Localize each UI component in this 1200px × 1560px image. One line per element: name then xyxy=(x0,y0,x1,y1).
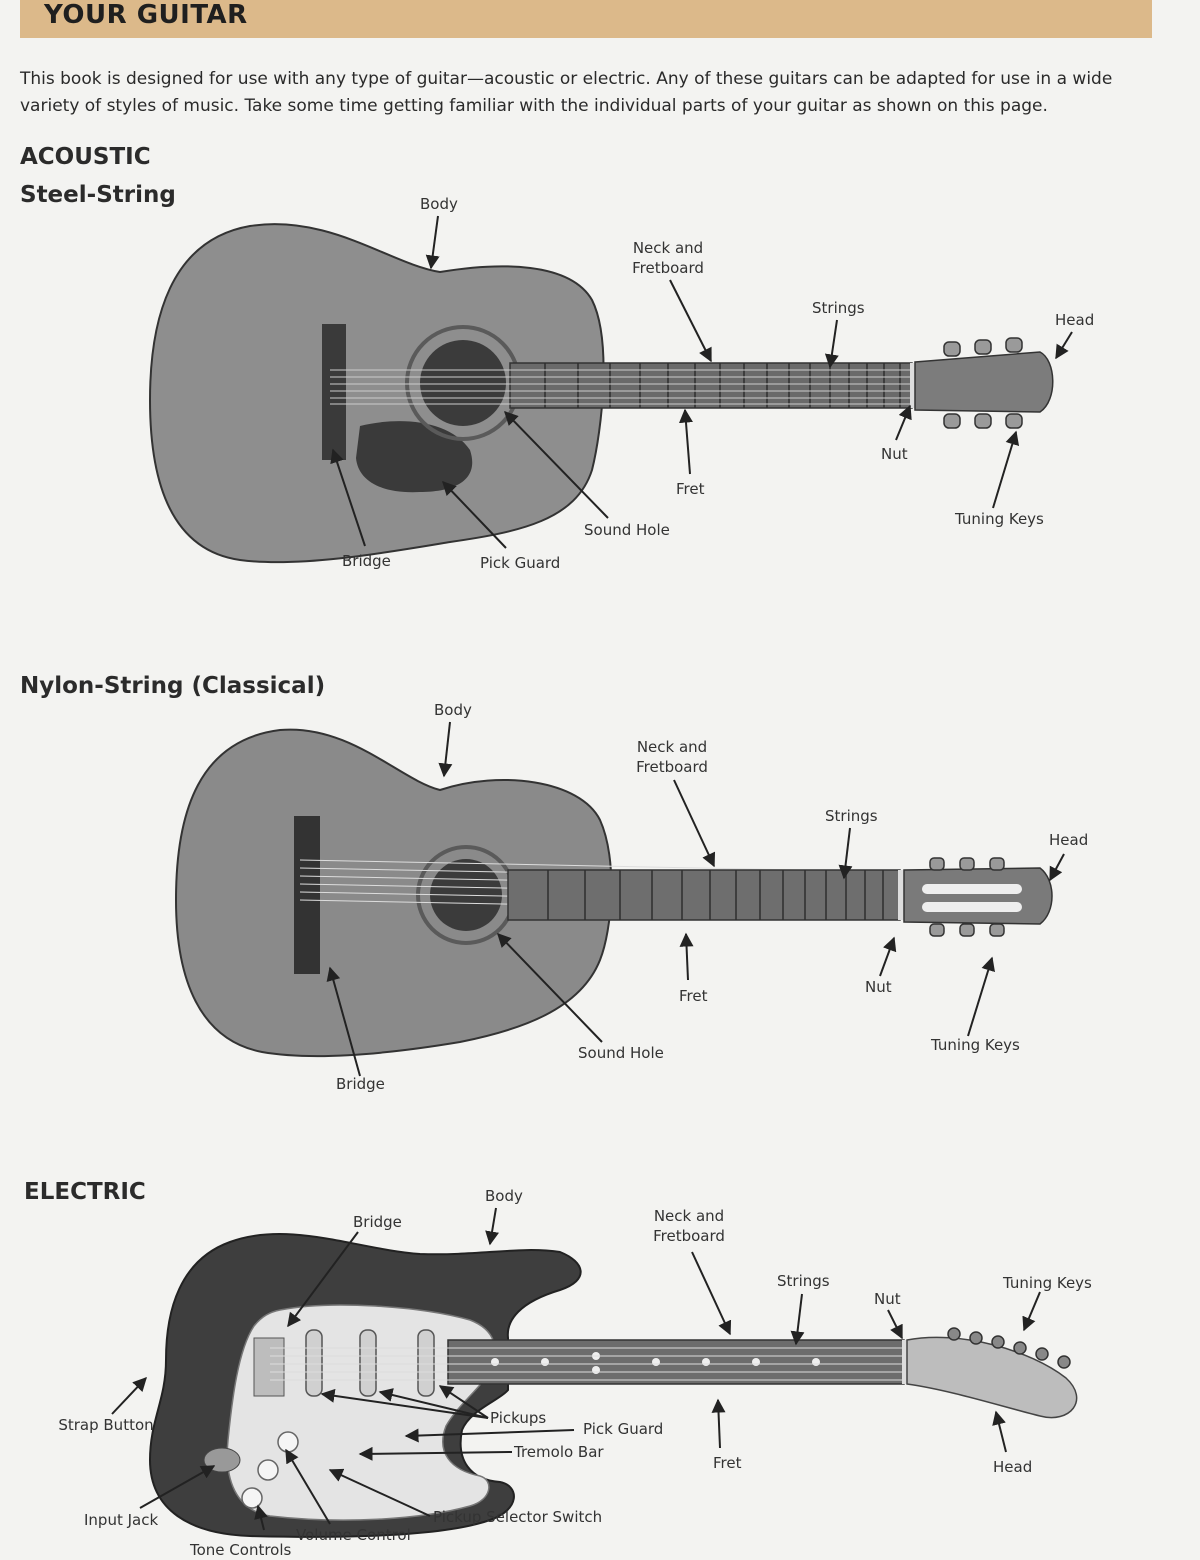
classical-figure: Body Neck and Fretboard Strings Head Nut… xyxy=(0,690,1200,1110)
electric-pick-guard-label: Pick Guard xyxy=(583,1420,664,1438)
electric-tone-controls-label: Tone Controls xyxy=(190,1541,292,1559)
classical-neck-label: Neck and Fretboard xyxy=(636,738,708,776)
electric-tremolo-bar-label: Tremolo Bar xyxy=(514,1443,604,1461)
header-bar xyxy=(20,0,1152,38)
steel-pick-guard-label: Pick Guard xyxy=(480,554,561,572)
electric-head-label: Head xyxy=(993,1458,1033,1476)
electric-pickups-label: Pickups xyxy=(490,1409,547,1427)
electric-figure: Body Bridge Neck and Fretboard Strings N… xyxy=(0,1180,1200,1559)
electric-nut-label: Nut xyxy=(874,1290,901,1308)
classical-tuning-keys-label: Tuning Keys xyxy=(931,1036,1020,1054)
steel-neck-label: Neck and Fretboard xyxy=(632,239,704,277)
steel-string-heading: Steel-String xyxy=(20,182,176,208)
classical-strings-label: Strings xyxy=(825,807,878,825)
electric-pickup-selector-label: Pickup Selector Switch xyxy=(433,1508,603,1526)
electric-heading: ELECTRIC xyxy=(24,1179,146,1205)
electric-body-label: Body xyxy=(485,1187,523,1205)
steel-fret-label: Fret xyxy=(676,480,705,498)
steel-strings-label: Strings xyxy=(812,299,865,317)
classical-sound-hole-label: Sound Hole xyxy=(578,1044,664,1062)
steel-body-label: Body xyxy=(420,195,458,213)
electric-bridge-label: Bridge xyxy=(353,1213,402,1231)
steel-head-label: Head xyxy=(1055,311,1095,329)
electric-volume-control-label: Volume Control xyxy=(296,1526,411,1544)
electric-neck-label: Neck and Fretboard xyxy=(653,1207,725,1245)
acoustic-heading: ACOUSTIC xyxy=(20,144,151,170)
classical-heading: Nylon-String (Classical) xyxy=(20,673,326,699)
steel-nut-label: Nut xyxy=(881,445,908,463)
classical-fret-label: Fret xyxy=(679,987,708,1005)
steel-sound-hole-label: Sound Hole xyxy=(584,521,670,539)
steel-string-guitar-illustration xyxy=(148,215,1073,564)
electric-input-jack-label: Input Jack xyxy=(84,1511,159,1529)
electric-strap-button-label: Strap Button xyxy=(58,1416,154,1434)
classical-bridge-label: Bridge xyxy=(336,1075,385,1093)
classical-guitar-illustration xyxy=(174,721,1065,1077)
electric-guitar-illustration xyxy=(111,1207,1078,1538)
classical-nut-label: Nut xyxy=(865,978,892,996)
electric-strings-label: Strings xyxy=(777,1272,830,1290)
steel-string-figure: Body Neck and Fretboard Strings Head Nut… xyxy=(0,0,1200,600)
steel-bridge-label: Bridge xyxy=(342,552,391,570)
intro-paragraph: This book is designed for use with any t… xyxy=(20,69,1113,116)
steel-tuning-keys-label: Tuning Keys xyxy=(955,510,1044,528)
electric-tuning-keys-label: Tuning Keys xyxy=(1003,1274,1092,1292)
classical-head-label: Head xyxy=(1049,831,1089,849)
page-title: YOUR GUITAR xyxy=(44,0,248,30)
classical-body-label: Body xyxy=(434,701,472,719)
electric-fret-label: Fret xyxy=(713,1454,742,1472)
